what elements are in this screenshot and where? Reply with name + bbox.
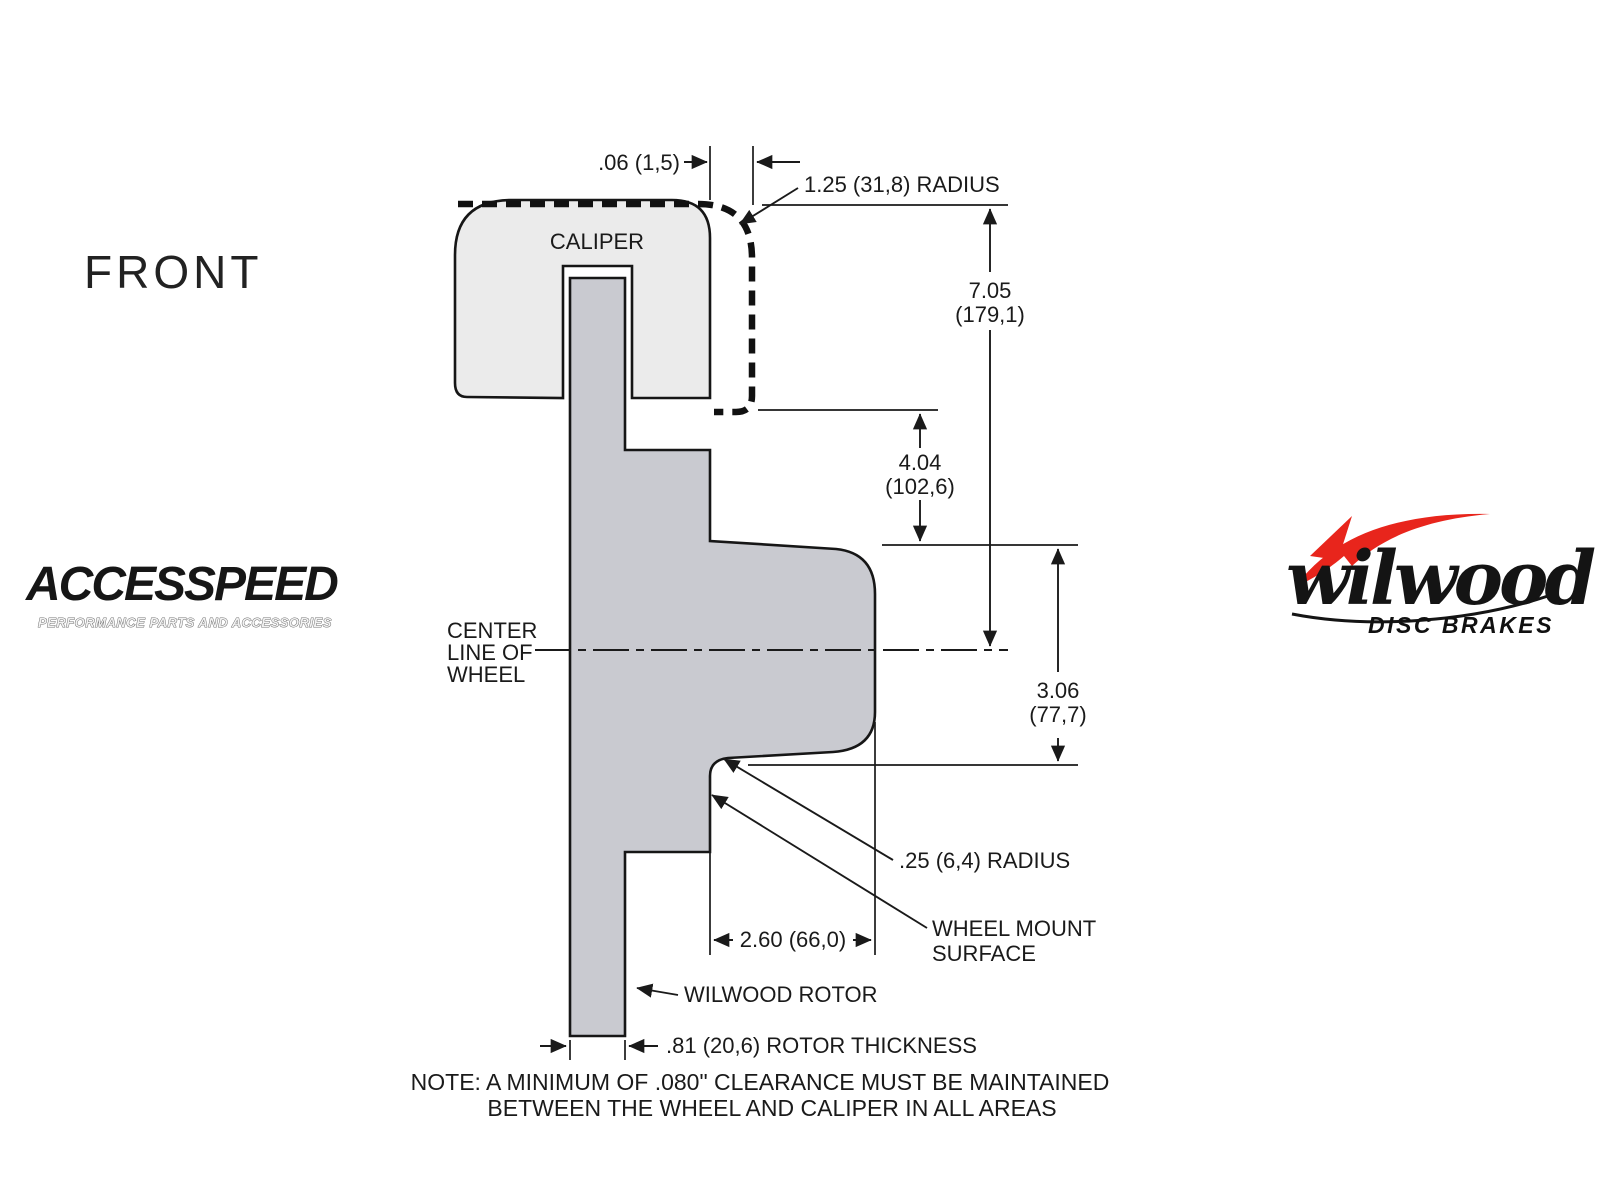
dim-rotor-thickness-label: .81 (20,6) ROTOR THICKNESS [666, 1033, 977, 1058]
wilwood-logo: wilwood DISC BRAKES [1286, 513, 1599, 638]
wheel-clearance-dashed-line [458, 200, 756, 416]
rotor-hub-shape [568, 276, 877, 1038]
caliper-label: CALIPER [550, 229, 644, 254]
dim-mount-depth: 3.06 (77,7) [748, 544, 1087, 766]
dim-mount-radius: .25 (6,4) RADIUS [723, 758, 1070, 873]
dim-mount-radius-label: .25 (6,4) RADIUS [899, 848, 1070, 873]
dim-mount-offset: 2.60 (66,0) [709, 722, 876, 955]
accesspeed-tagline: PERFORMANCE PARTS AND ACCESSORIES [38, 615, 332, 630]
leader-line [723, 758, 894, 861]
dim-caliper-to-mount-in: 4.04 [899, 450, 942, 475]
view-label: FRONT [84, 246, 262, 298]
dim-caliper-radius-label: 1.25 (31,8) RADIUS [804, 172, 1000, 197]
dim-mount-depth-in: 3.06 [1037, 678, 1080, 703]
wilwood-script-text: wilwood [1286, 536, 1595, 622]
dim-overall-height: 7.05 (179,1) [762, 204, 1025, 647]
wilwood-red-accent [1310, 516, 1352, 560]
centerline-label: CENTER LINE OF WHEEL [447, 618, 537, 687]
dim-clearance-gap: .06 (1,5) [598, 146, 800, 205]
callout-wilwood-rotor: WILWOOD ROTOR [636, 982, 878, 1007]
wilwood-underline-flourish [1291, 594, 1549, 624]
centerline-label-line3: WHEEL [447, 662, 525, 687]
clearance-note: NOTE: A MINIMUM OF .080" CLEARANCE MUST … [411, 1069, 1110, 1121]
note-line1: NOTE: A MINIMUM OF .080" CLEARANCE MUST … [411, 1069, 1110, 1095]
accesspeed-logo-text: ACCESSPEED [25, 558, 338, 611]
dim-mount-depth-mm: (77,7) [1029, 702, 1086, 727]
dim-caliper-radius: 1.25 (31,8) RADIUS [739, 172, 1000, 225]
wilwood-subtitle: DISC BRAKES [1368, 612, 1554, 638]
wheel-mount-label-line2: SURFACE [932, 941, 1036, 966]
dim-caliper-to-mount-mm: (102,6) [885, 474, 955, 499]
callout-wheel-mount-surface: WHEEL MOUNT SURFACE [711, 794, 1096, 966]
leader-line [711, 794, 928, 929]
leader-line [636, 983, 679, 998]
rotor-callout-label: WILWOOD ROTOR [684, 982, 878, 1007]
dim-caliper-to-mount: 4.04 (102,6) [758, 409, 955, 542]
centerline-label-line1: CENTER [447, 618, 537, 643]
wheel-mount-label-line1: WHEEL MOUNT [932, 916, 1096, 941]
dim-overall-height-mm: (179,1) [955, 302, 1025, 327]
leader-line [739, 187, 799, 225]
accesspeed-logo: ACCESSPEED PERFORMANCE PARTS AND ACCESSO… [25, 558, 340, 630]
dim-overall-height-in: 7.05 [969, 278, 1012, 303]
dim-mount-offset-label: 2.60 (66,0) [740, 927, 846, 952]
centerline-label-line2: LINE OF [447, 640, 533, 665]
note-line2: BETWEEN THE WHEEL AND CALIPER IN ALL ARE… [487, 1095, 1056, 1121]
dim-rotor-thickness: .81 (20,6) ROTOR THICKNESS [540, 1033, 977, 1060]
dim-clearance-gap-label: .06 (1,5) [598, 150, 680, 175]
